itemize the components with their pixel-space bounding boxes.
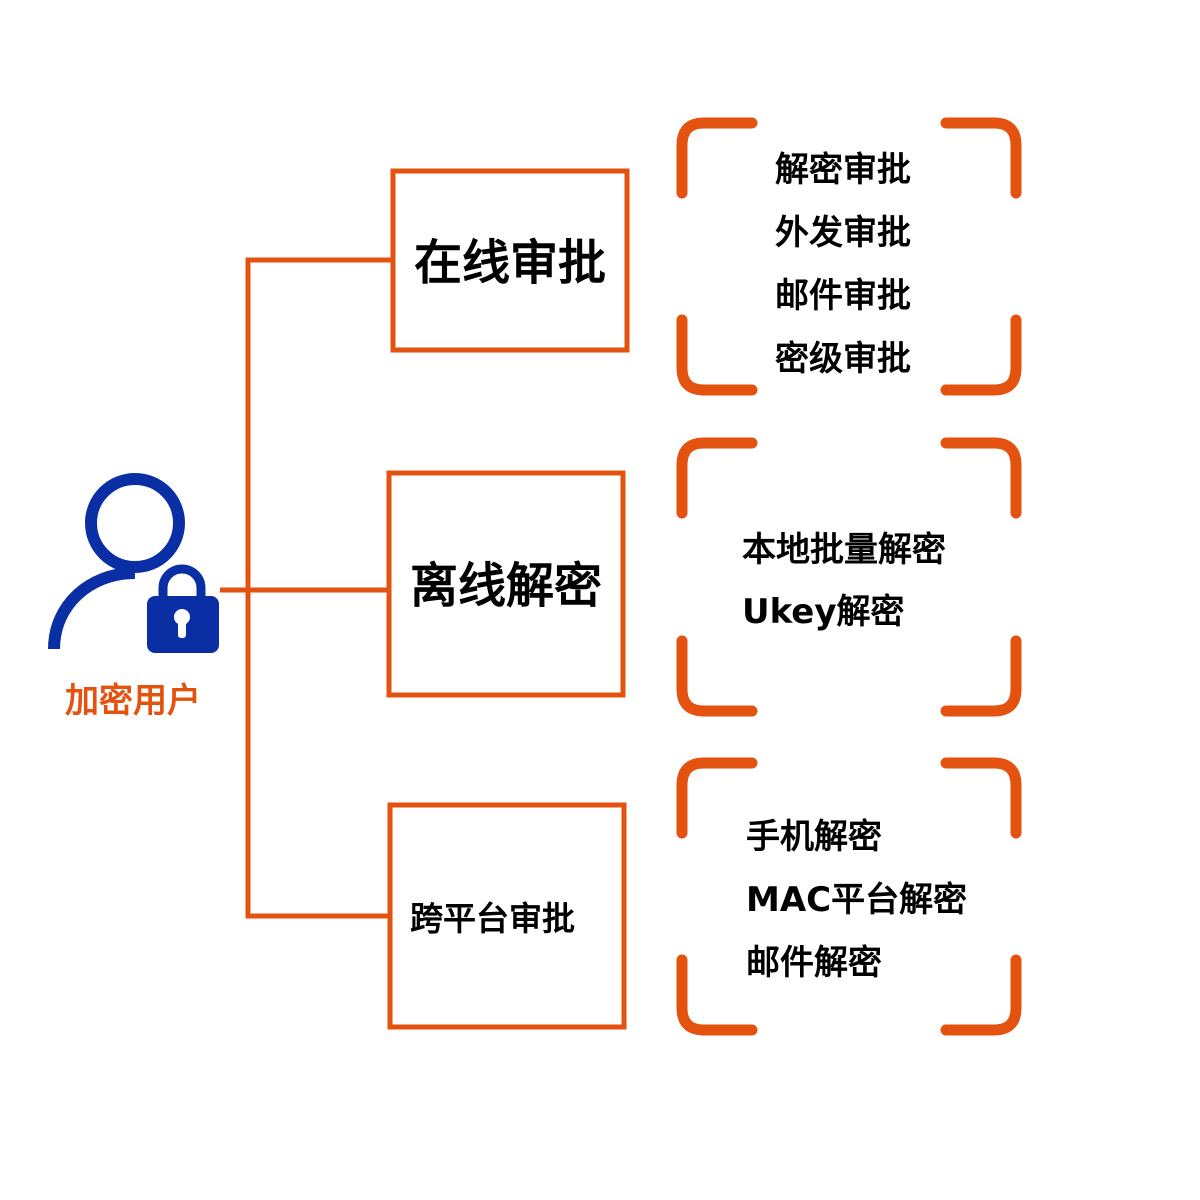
list-item: 手机解密 — [746, 817, 882, 857]
list-item: MAC平台解密 — [746, 880, 967, 920]
list-item: Ukey解密 — [742, 592, 905, 632]
connector-lines — [220, 257, 392, 919]
lock-icon — [147, 564, 219, 653]
item-list-cross-platform: 手机解密 MAC平台解密 邮件解密 — [746, 817, 967, 983]
bracket-corner — [676, 314, 758, 396]
branch-title: 跨平台审批 — [410, 899, 575, 938]
bracket-corner — [676, 117, 758, 199]
bracket-corner — [676, 954, 758, 1036]
bracket-corner — [940, 437, 1022, 519]
list-item: 邮件解密 — [746, 943, 882, 983]
branch-box-offline-decrypt: 离线解密 — [386, 470, 626, 698]
user-label: 加密用户 — [65, 681, 201, 721]
branch-box-cross-platform: 跨平台审批 — [387, 802, 627, 1030]
bracket-corner — [940, 314, 1022, 396]
branch-title: 在线审批 — [414, 235, 606, 291]
user-lock-icon — [48, 473, 219, 653]
list-item: 外发审批 — [775, 213, 911, 253]
bracket-corner — [676, 437, 758, 519]
bracket-corner — [940, 954, 1022, 1036]
item-list-offline: 本地批量解密 Ukey解密 — [742, 530, 946, 632]
bracket-corner — [940, 757, 1022, 839]
bracket-frames — [676, 117, 1022, 1036]
item-list-online: 解密审批 外发审批 邮件审批 密级审批 — [775, 150, 911, 379]
bracket-corner — [940, 117, 1022, 199]
branch-title: 离线解密 — [410, 558, 602, 614]
bracket-corner — [940, 635, 1022, 717]
list-item: 解密审批 — [775, 150, 911, 190]
list-item: 密级审批 — [775, 339, 911, 379]
bracket-corner — [676, 635, 758, 717]
list-item: 本地批量解密 — [742, 530, 946, 570]
bracket-corner — [676, 757, 758, 839]
branch-box-online-approval: 在线审批 — [390, 168, 630, 353]
list-item: 邮件审批 — [775, 276, 911, 316]
